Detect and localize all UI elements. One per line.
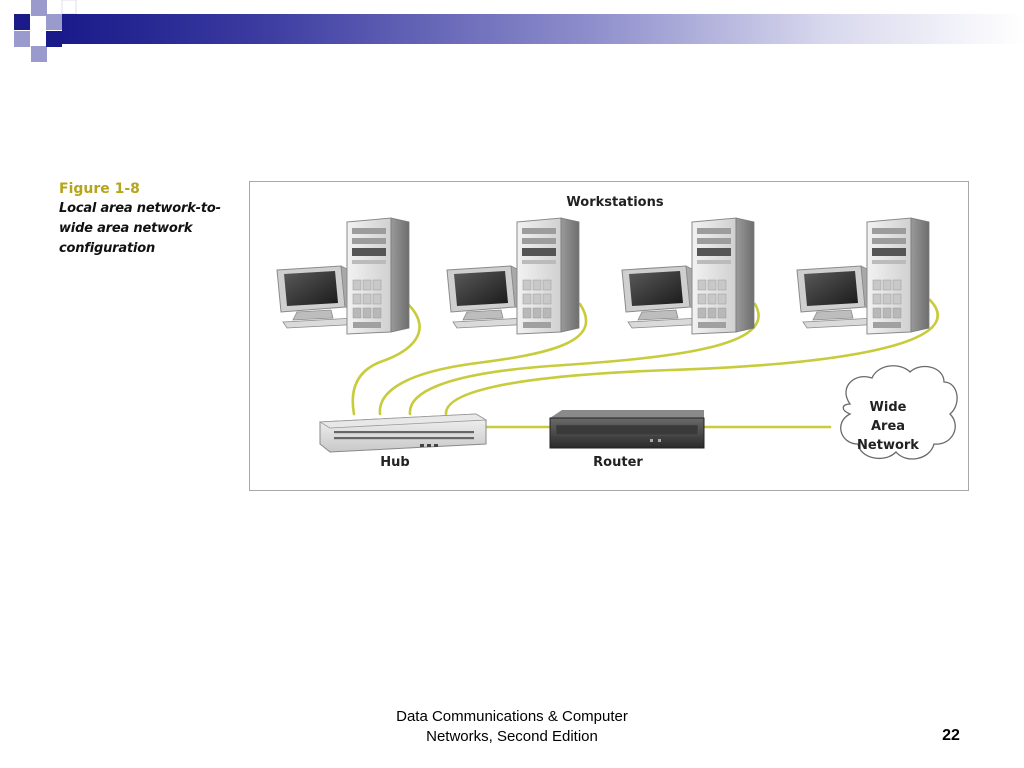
header-square-navy [14, 14, 30, 30]
network-cables [351, 298, 939, 429]
header-square-lavender-4 [31, 46, 47, 62]
workstation-4 [796, 217, 930, 335]
network-diagram-canvas [276, 217, 958, 460]
workstation-monitor-icon [276, 217, 410, 335]
network-diagram: Workstations Hub Router Wide Area Networ… [249, 181, 969, 491]
wan-label: Wide Area Network [848, 398, 928, 455]
slide-header [0, 0, 1024, 64]
figure-caption-line-2: wide area network [59, 221, 193, 236]
router-icon [549, 410, 705, 449]
cable-workstation-3 [408, 302, 760, 416]
wan-label-line-2: Area [870, 419, 906, 434]
figure-label: Figure 1-8 [59, 181, 140, 197]
hub-icon [318, 413, 488, 453]
slide-footer: Data Communications & Computer Networks,… [340, 707, 684, 747]
workstation-3 [621, 217, 755, 335]
hub-label: Hub [380, 455, 410, 470]
cloud-icon [840, 365, 958, 460]
header-square-lavender-3 [14, 31, 30, 47]
figure-caption: Figure 1-8 Local area network-to- wide a… [59, 179, 239, 259]
header-square-lavender-2 [46, 14, 62, 30]
router-label: Router [593, 455, 643, 470]
header-gradient-bar [62, 14, 1024, 44]
workstation-2 [446, 217, 580, 335]
page-number: 22 [942, 727, 960, 744]
cable-workstation-2 [378, 302, 588, 416]
figure-caption-line-3: configuration [59, 241, 156, 256]
footer-line-2: Networks, Second Edition [426, 728, 598, 745]
figure-caption-line-1: Local area network-to- [59, 201, 221, 216]
workstation-monitor-icon [796, 217, 930, 335]
cable-workstation-4 [444, 298, 939, 416]
workstation-1 [276, 217, 410, 335]
workstations-label: Workstations [566, 195, 664, 210]
workstation-monitor-icon [446, 217, 580, 335]
wan-label-line-3: Network [857, 438, 919, 453]
header-square-navy-2 [46, 31, 62, 47]
wan-label-line-1: Wide [869, 400, 907, 415]
cable-workstation-1 [351, 302, 421, 416]
header-square-lavender-1 [31, 0, 47, 16]
workstation-monitor-icon [621, 217, 755, 335]
footer-line-1: Data Communications & Computer [396, 708, 628, 725]
header-square-white [61, 0, 77, 15]
